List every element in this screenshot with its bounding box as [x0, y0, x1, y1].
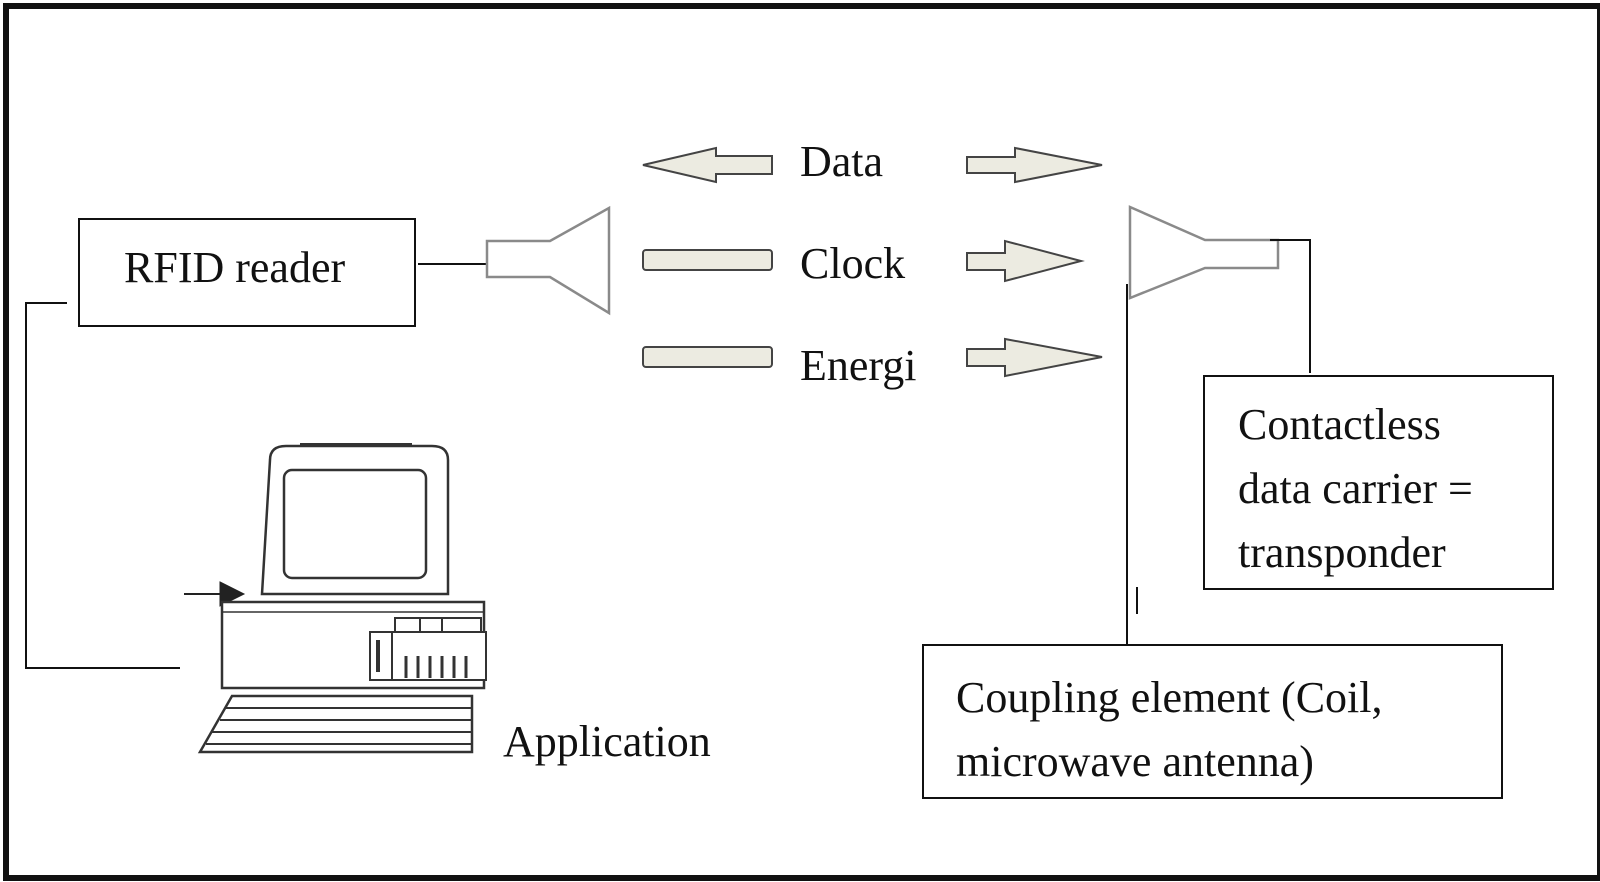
energy-label: Energi — [800, 341, 917, 390]
coupling-element-box: Coupling element (Coil, microwave antenn… — [922, 644, 1503, 799]
transponder-line-2: data carrier = — [1238, 464, 1473, 513]
energy-arrow-tail — [642, 346, 773, 368]
reader-antenna-icon — [485, 205, 611, 316]
energy-arrow-head — [966, 337, 1103, 378]
data-label: Data — [800, 137, 884, 186]
transponder-line-3: transponder — [1238, 528, 1446, 577]
transponder-line-1: Contactless — [1238, 400, 1441, 449]
rfid-reader-box: RFID reader — [78, 218, 416, 327]
coupling-line-2: microwave antenna) — [956, 737, 1314, 786]
clock-arrow-tail — [642, 249, 773, 271]
application-label: Application — [503, 717, 711, 766]
clock-arrow-head — [966, 239, 1085, 283]
data-left-arrow — [642, 146, 773, 184]
transponder-connector — [1270, 239, 1311, 373]
reader-application-connector — [25, 302, 180, 669]
transponder-antenna-icon — [1128, 205, 1280, 300]
transponder-box: Contactless data carrier = transponder — [1203, 375, 1554, 590]
data-right-arrow — [966, 146, 1103, 184]
computer-icon — [184, 443, 487, 754]
coupling-line-1: Coupling element (Coil, — [956, 673, 1383, 722]
clock-label: Clock — [800, 239, 906, 288]
rfid-reader-label: RFID reader — [124, 243, 346, 292]
